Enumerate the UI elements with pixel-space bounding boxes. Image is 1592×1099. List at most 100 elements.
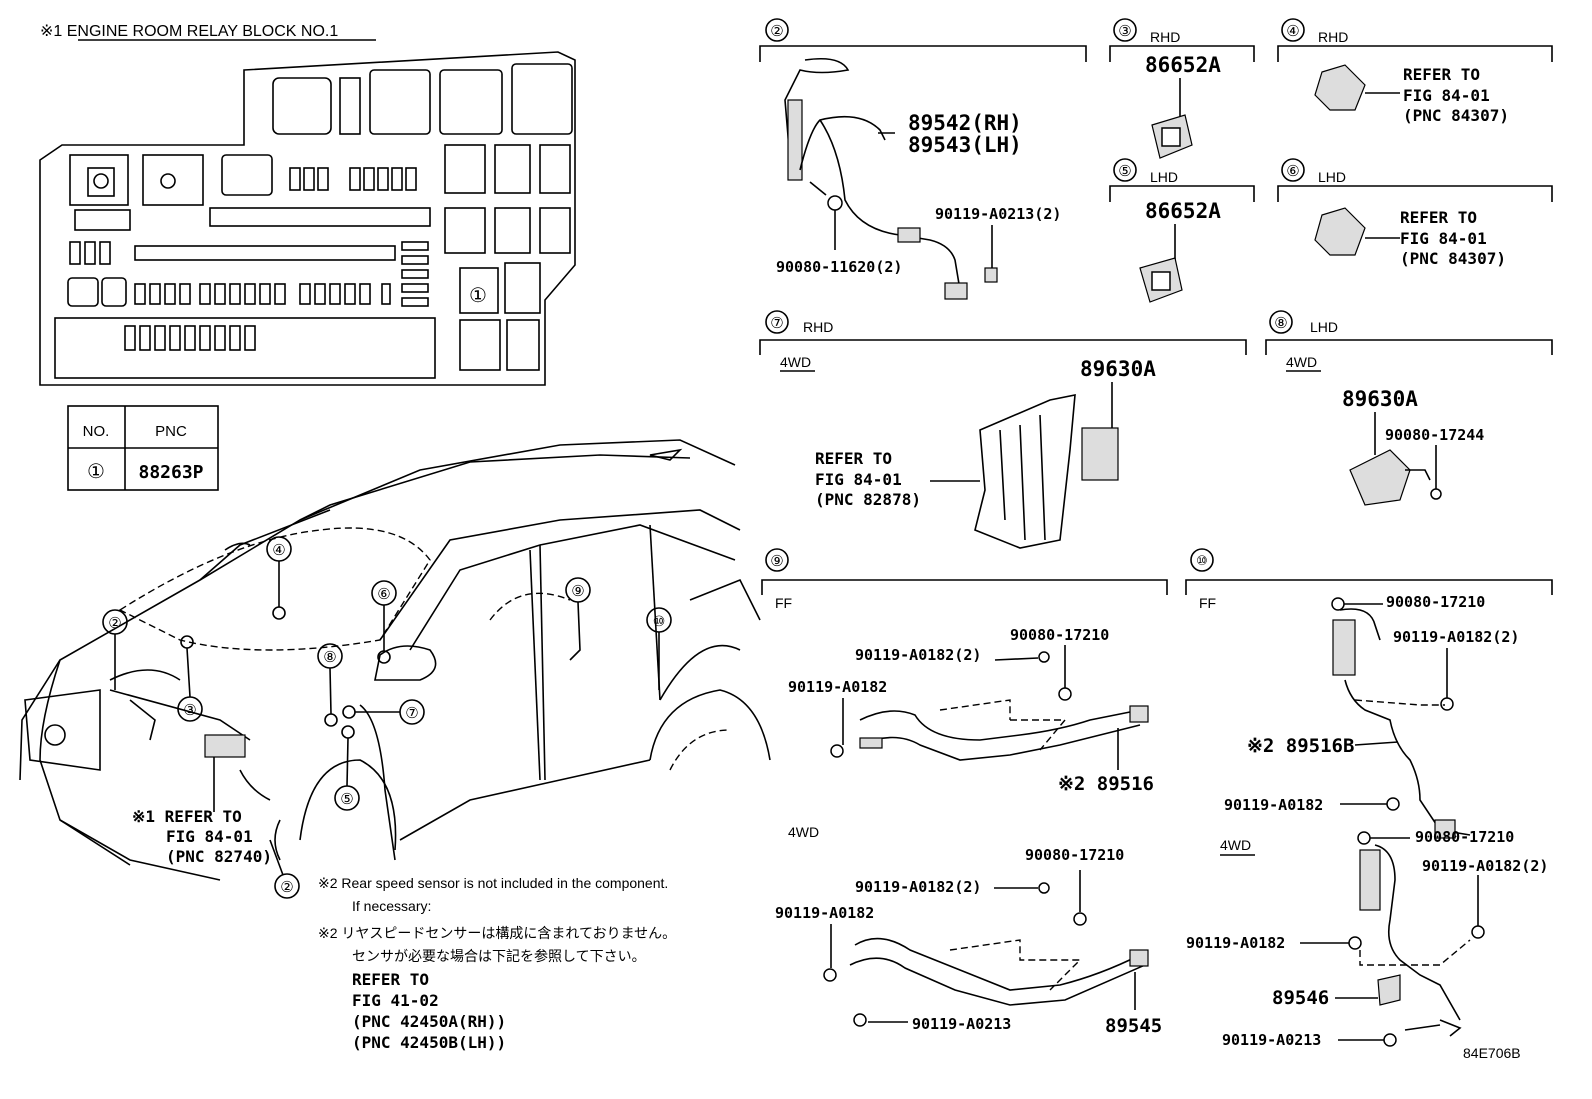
s10-label-b3: 90119-A0182 [1186, 934, 1285, 952]
s9-label-b5: 89545 [1105, 1015, 1162, 1037]
table-cell-no: ① [87, 461, 105, 483]
section-4-side: RHD [1318, 29, 1348, 45]
section-8-side: LHD [1310, 319, 1338, 335]
section-8: ⑧ LHD 4WD 89630A 90080-17244 [1265, 310, 1553, 506]
callout-2-bottom: ② [269, 839, 300, 899]
note-en-1: ※2 Rear speed sensor is not included in … [318, 875, 668, 891]
section-4: ④ RHD REFER TO FIG 84-01 (PNC 84307) [1277, 18, 1553, 125]
s10-label-a3: ※2 89516B [1247, 735, 1354, 757]
s7-refer-2: FIG 84-01 [815, 470, 902, 489]
s3-label-86652A: 86652A [1145, 53, 1221, 77]
note-refer-2: FIG 41-02 [352, 991, 439, 1010]
s9-label-b4: 90119-A0213 [912, 1015, 1011, 1033]
note-jp-1: ※2 リヤスピードセンサーは構成に含まれておりません。 [318, 925, 676, 941]
s10-label-b5: 90119-A0213 [1222, 1031, 1321, 1049]
s10-label-b4: 89546 [1272, 987, 1329, 1009]
s4-refer-1: REFER TO [1403, 65, 1480, 84]
s6-refer-1: REFER TO [1400, 208, 1477, 227]
car-callouts: ② ③ ④ ⑥ ⑧ ⑦ [102, 536, 672, 899]
relay-block-outline [39, 51, 576, 386]
callout-label-2a: ② [108, 615, 121, 632]
section-10-drive: FF [1199, 595, 1216, 611]
section-10-drive2: 4WD [1220, 837, 1251, 853]
relay-block-title: ※1 ENGINE ROOM RELAY BLOCK NO.1 [40, 23, 338, 40]
note-refer-4: (PNC 42450B(LH)) [352, 1033, 506, 1052]
section-2: ② 89542(RH) 89543(LH) 90119-A0213(2) 900… [759, 18, 1087, 300]
s10-label-b2: 90119-A0182(2) [1422, 857, 1548, 875]
s9-label-a2: 90119-A0182(2) [855, 646, 981, 664]
s9-label-a3: 90119-A0182 [788, 678, 887, 696]
section-6-side: LHD [1318, 169, 1346, 185]
s2-label-89542: 89542(RH) [908, 111, 1022, 135]
note-en-2: If necessary: [352, 898, 431, 914]
section-5-number: ⑤ [1118, 163, 1131, 180]
pnc-table: NO. PNC ① 88263P [67, 405, 219, 491]
callout-label-9: ⑨ [571, 583, 584, 600]
s9-label-a4: ※2 89516 [1058, 773, 1154, 795]
callout-10: ⑩ [646, 607, 672, 690]
relay-block-cells [54, 63, 573, 379]
table-header-pnc: PNC [155, 423, 187, 440]
section-7-side: RHD [803, 319, 833, 335]
section-7-number: ⑦ [770, 315, 783, 332]
section-10: ⑩ FF 90080-17210 90119-A0182(2) ※2 89516… [1185, 548, 1553, 1049]
callout-label-4: ④ [272, 542, 285, 559]
section-6-number: ⑥ [1286, 163, 1299, 180]
s9-label-b3: 90119-A0182 [775, 904, 874, 922]
callout-label-2b: ② [280, 879, 293, 896]
section-7-drive: 4WD [780, 354, 811, 370]
relay-callout: ① [469, 285, 487, 307]
section-8-number: ⑧ [1274, 315, 1287, 332]
section-3-number: ③ [1118, 23, 1131, 40]
section-4-number: ④ [1286, 23, 1299, 40]
s5-label-86652A: 86652A [1145, 199, 1221, 223]
s4-refer-2: FIG 84-01 [1403, 86, 1490, 105]
s10-label-a1: 90080-17210 [1386, 593, 1485, 611]
callout-6: ⑥ [371, 580, 397, 664]
s2-label-90119: 90119-A0213(2) [935, 205, 1061, 223]
callout-label-10: ⑩ [653, 613, 666, 629]
car-refer-1: ※1 REFER TO [132, 807, 242, 826]
callout-2-top: ② [102, 609, 128, 690]
section-8-drive: 4WD [1286, 354, 1317, 370]
s10-label-b1: 90080-17210 [1415, 828, 1514, 846]
section-9-drive: FF [775, 595, 792, 611]
callout-label-7: ⑦ [405, 705, 418, 722]
callout-label-6: ⑥ [377, 586, 390, 603]
section-3-side: RHD [1150, 29, 1180, 45]
note-jp-2: センサが必要な場合は下記を参照して下さい。 [352, 948, 646, 964]
table-header-no: NO. [83, 423, 110, 440]
s8-label-89630A: 89630A [1342, 387, 1418, 411]
car-refer-3: (PNC 82740) [166, 847, 272, 866]
s2-label-90080: 90080-11620(2) [776, 258, 902, 276]
s10-label-a4: 90119-A0182 [1224, 796, 1323, 814]
s6-refer-2: FIG 84-01 [1400, 229, 1487, 248]
notes: ※2 Rear speed sensor is not included in … [318, 875, 676, 1052]
s7-label-89630A: 89630A [1080, 357, 1156, 381]
callout-label-8: ⑧ [323, 649, 336, 666]
s4-refer-3: (PNC 84307) [1403, 106, 1509, 125]
s6-refer-3: (PNC 84307) [1400, 249, 1506, 268]
section-6: ⑥ LHD REFER TO FIG 84-01 (PNC 84307) [1277, 158, 1553, 268]
note-refer-1: REFER TO [352, 970, 429, 989]
relay-block: ※1 ENGINE ROOM RELAY BLOCK NO.1 [39, 23, 576, 386]
section-9-drive2: 4WD [788, 824, 819, 840]
section-2-number: ② [770, 23, 783, 40]
table-cell-pnc: 88263P [138, 462, 203, 483]
callout-5: ⑤ [334, 725, 360, 811]
s9-label-a1: 90080-17210 [1010, 626, 1109, 644]
s9-label-b2: 90119-A0182(2) [855, 878, 981, 896]
figure-code: 84E706B [1463, 1045, 1521, 1061]
s8-label-90080: 90080-17244 [1385, 426, 1484, 444]
section-5: ⑤ LHD 86652A [1109, 158, 1255, 303]
callout-9: ⑨ [565, 577, 591, 661]
s2-label-89543: 89543(LH) [908, 133, 1022, 157]
s9-label-b1: 90080-17210 [1025, 846, 1124, 864]
section-9-number: ⑨ [770, 553, 783, 570]
callout-3: ③ [177, 635, 203, 722]
section-5-side: LHD [1150, 169, 1178, 185]
callout-label-5: ⑤ [340, 791, 353, 808]
vehicle-illustration [19, 439, 771, 881]
note-refer-3: (PNC 42450A(RH)) [352, 1012, 506, 1031]
section-7: ⑦ RHD 4WD 89630A REFER TO FIG 84-01 (PNC… [759, 310, 1247, 549]
